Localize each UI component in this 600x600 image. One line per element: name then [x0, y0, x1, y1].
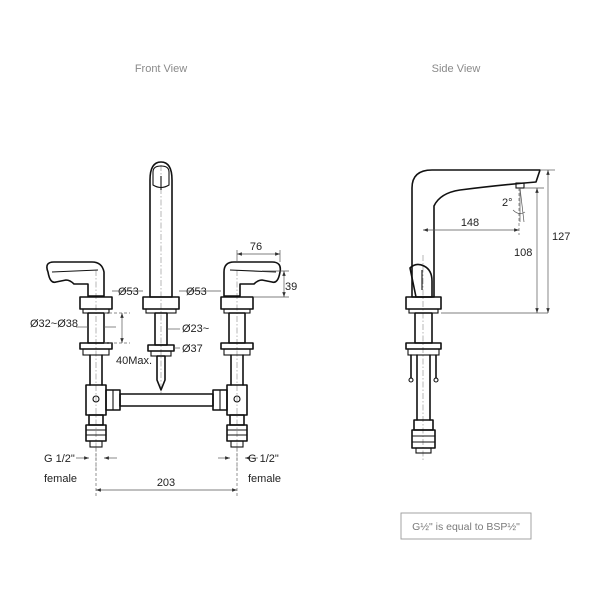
dim-deck-thickness: 40Max.: [104, 312, 152, 367]
front-spout: [142, 161, 180, 391]
dim-148-label: 148: [461, 217, 479, 229]
dim-hole-range-label: Ø32~Ø38: [30, 318, 78, 330]
dim-spout-height: 108: [441, 187, 548, 314]
dim-reach: 148: [423, 188, 520, 235]
dim-angle: 2°: [502, 187, 526, 223]
dim-spout-hole-bottom-label: Ø37: [182, 343, 203, 355]
side-base: [405, 296, 442, 454]
conn-left-type-label: female: [44, 473, 77, 485]
dim-spout-hole-top-label: Ø23~: [182, 323, 209, 335]
dim-spread: 203: [95, 448, 238, 498]
dim-108-label: 108: [514, 247, 532, 259]
dim-hole-left-label: Ø53: [118, 286, 139, 298]
conn-right-type-label: female: [248, 473, 281, 485]
dim-total-height: 127: [540, 169, 570, 313]
conn-left-size-label: G 1/2": [44, 453, 75, 465]
dim-hole-right-label: Ø53: [186, 286, 207, 298]
side-view: 148 2° 108 127: [405, 169, 570, 460]
front-view-title: Front View: [135, 63, 187, 75]
front-view: 76 39 Ø53 Ø53 Ø32~Ø38 Ø23~ Ø37: [30, 161, 297, 498]
dim-conn-left: G 1/2" female: [44, 453, 117, 485]
dim-40max-label: 40Max.: [116, 355, 152, 367]
dim-39-label: 39: [285, 281, 297, 293]
dim-203-label: 203: [157, 477, 175, 489]
dim-127-label: 127: [552, 231, 570, 243]
note-text: G½" is equal to BSP½": [412, 521, 520, 533]
dim-hole-range: Ø32~Ø38: [30, 318, 116, 330]
dim-conn-right: G 1/2" female: [218, 453, 281, 485]
front-right-handle: [220, 261, 282, 448]
dim-angle-label: 2°: [502, 197, 513, 209]
conn-right-size-label: G 1/2": [248, 453, 279, 465]
note-box: G½" is equal to BSP½": [400, 512, 532, 540]
front-left-handle: [46, 261, 113, 448]
dim-handle-offset: 76: [236, 241, 281, 262]
front-connecting-pipe: [105, 389, 228, 411]
side-spout: [409, 169, 541, 298]
dim-handle-height: 39: [254, 270, 297, 298]
dim-spout-hole: Ø23~ Ø37: [167, 323, 209, 355]
side-view-title: Side View: [432, 63, 481, 75]
dim-hole-53: Ø53 Ø53: [112, 286, 221, 298]
dim-76-label: 76: [250, 241, 262, 253]
